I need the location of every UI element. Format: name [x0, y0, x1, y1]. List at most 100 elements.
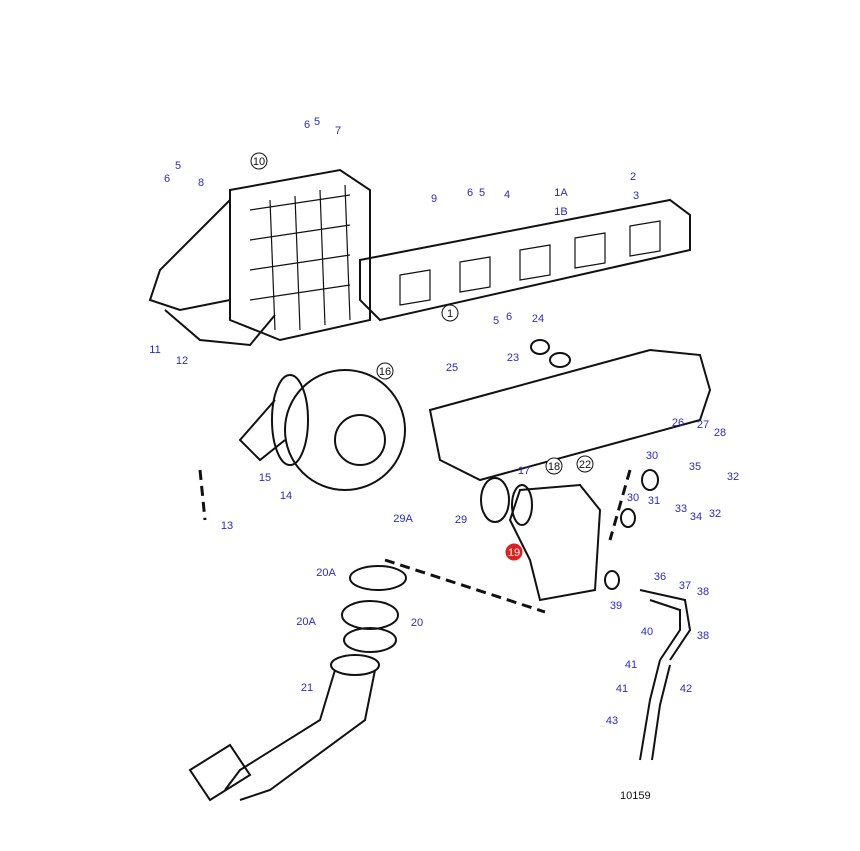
- callout-29[interactable]: 29: [455, 514, 467, 526]
- callout-6[interactable]: 6: [467, 187, 473, 199]
- callout-17[interactable]: 17: [518, 465, 530, 477]
- callout-14[interactable]: 14: [280, 490, 292, 502]
- callout-5[interactable]: 5: [175, 160, 181, 172]
- callout-6[interactable]: 6: [304, 119, 310, 131]
- callout-30[interactable]: 30: [627, 492, 639, 504]
- callout-18[interactable]: 18: [545, 457, 563, 475]
- callout-32[interactable]: 32: [727, 471, 739, 483]
- pipe-40: [639, 589, 692, 661]
- part-number-label: 25: [446, 362, 458, 374]
- callout-7[interactable]: 7: [335, 125, 341, 137]
- callout-32[interactable]: 32: [709, 508, 721, 520]
- callout-10[interactable]: 10: [250, 152, 268, 170]
- part-number-label: 32: [727, 471, 739, 483]
- part-number-label: 6: [467, 187, 473, 199]
- callout-41[interactable]: 41: [625, 659, 637, 671]
- callout-35[interactable]: 35: [689, 461, 701, 473]
- callout-23[interactable]: 23: [507, 352, 519, 364]
- callout-9[interactable]: 9: [431, 193, 437, 205]
- callout-16[interactable]: 16: [376, 362, 394, 380]
- housing-inlet: [148, 199, 231, 312]
- callout-circle: [441, 304, 459, 322]
- callout-34[interactable]: 34: [690, 511, 702, 523]
- callout-27[interactable]: 27: [697, 419, 709, 431]
- callout-39[interactable]: 39: [610, 600, 622, 612]
- callout-4[interactable]: 4: [504, 189, 510, 201]
- callout-28[interactable]: 28: [714, 427, 726, 439]
- clamp-20a: [349, 565, 407, 591]
- callout-2[interactable]: 2: [630, 171, 636, 183]
- callout-36[interactable]: 36: [654, 571, 666, 583]
- part-number-label: 22: [579, 459, 591, 471]
- oring-39: [604, 570, 620, 590]
- callout-31[interactable]: 31: [648, 495, 660, 507]
- part-number-label: 15: [259, 472, 271, 484]
- callout-13[interactable]: 13: [221, 520, 233, 532]
- callout-5[interactable]: 5: [493, 315, 499, 327]
- callout-12[interactable]: 12: [176, 355, 188, 367]
- part-number-label: 38: [697, 630, 709, 642]
- part-number-label: 20A: [316, 567, 336, 579]
- part-number-label: 36: [654, 571, 666, 583]
- part-number-label: 12: [176, 355, 188, 367]
- part-number-label: 37: [679, 580, 691, 592]
- part-number-label: 42: [680, 683, 692, 695]
- callout-20A[interactable]: 20A: [296, 616, 316, 628]
- callout-37[interactable]: 37: [679, 580, 691, 592]
- turbo-pipe: [238, 399, 286, 462]
- callout-3[interactable]: 3: [633, 190, 639, 202]
- callout-1B[interactable]: 1B: [554, 206, 567, 218]
- callout-11[interactable]: 11: [149, 344, 160, 356]
- part-number-label: 23: [507, 352, 519, 364]
- callout-1[interactable]: 1: [441, 304, 459, 322]
- part-number-label: 1A: [554, 187, 568, 199]
- callout-15[interactable]: 15: [259, 472, 271, 484]
- part-number-label: 33: [675, 503, 687, 515]
- callout-6[interactable]: 6: [164, 173, 170, 185]
- oring-30: [641, 469, 659, 491]
- callout-42[interactable]: 42: [680, 683, 692, 695]
- callout-43[interactable]: 43: [606, 715, 618, 727]
- pipe-flange-21: [188, 743, 252, 802]
- callout-21[interactable]: 21: [301, 682, 313, 694]
- part-number-label: 16: [379, 366, 391, 378]
- pipe-flange: [330, 654, 380, 676]
- alignment-line: [608, 469, 632, 541]
- callout-40[interactable]: 40: [641, 626, 653, 638]
- part-number-label: 31: [648, 495, 660, 507]
- callout-19[interactable]: 19: [505, 543, 523, 561]
- callout-1A[interactable]: 1A: [554, 187, 568, 199]
- callout-41[interactable]: 41: [616, 683, 628, 695]
- part-number-label: 7: [335, 125, 341, 137]
- callout-24[interactable]: 24: [532, 313, 544, 325]
- callout-38[interactable]: 38: [697, 630, 709, 642]
- callout-38[interactable]: 38: [697, 586, 709, 598]
- part-number-label: 20A: [296, 616, 316, 628]
- pipe-21: [224, 669, 376, 801]
- callout-29A[interactable]: 29A: [393, 513, 413, 525]
- turbocharger: [284, 369, 406, 491]
- part-number-label: 4: [504, 189, 510, 201]
- callout-26[interactable]: 26: [672, 417, 684, 429]
- callout-20[interactable]: 20: [411, 617, 423, 629]
- manifold-1: [359, 198, 691, 322]
- part-number-label: 6: [506, 311, 512, 323]
- exhaust-manifold: [428, 348, 712, 482]
- callout-33[interactable]: 33: [675, 503, 687, 515]
- bellows-20-lower: [343, 627, 397, 653]
- callout-22[interactable]: 22: [576, 455, 594, 473]
- part-number-label: 5: [479, 187, 485, 199]
- turbo-outlet: [334, 414, 386, 466]
- callout-5[interactable]: 5: [314, 116, 320, 128]
- part-number-label: 5: [493, 315, 499, 327]
- part-number-label: 41: [625, 659, 637, 671]
- callout-8[interactable]: 8: [198, 177, 204, 189]
- callout-20A[interactable]: 20A: [316, 567, 336, 579]
- callout-30[interactable]: 30: [646, 450, 658, 462]
- part-number-label: 35: [689, 461, 701, 473]
- part-number-label: 13: [221, 520, 233, 532]
- callout-6[interactable]: 6: [506, 311, 512, 323]
- callout-5[interactable]: 5: [479, 187, 485, 199]
- callout-25[interactable]: 25: [446, 362, 458, 374]
- pipe-43: [639, 659, 671, 761]
